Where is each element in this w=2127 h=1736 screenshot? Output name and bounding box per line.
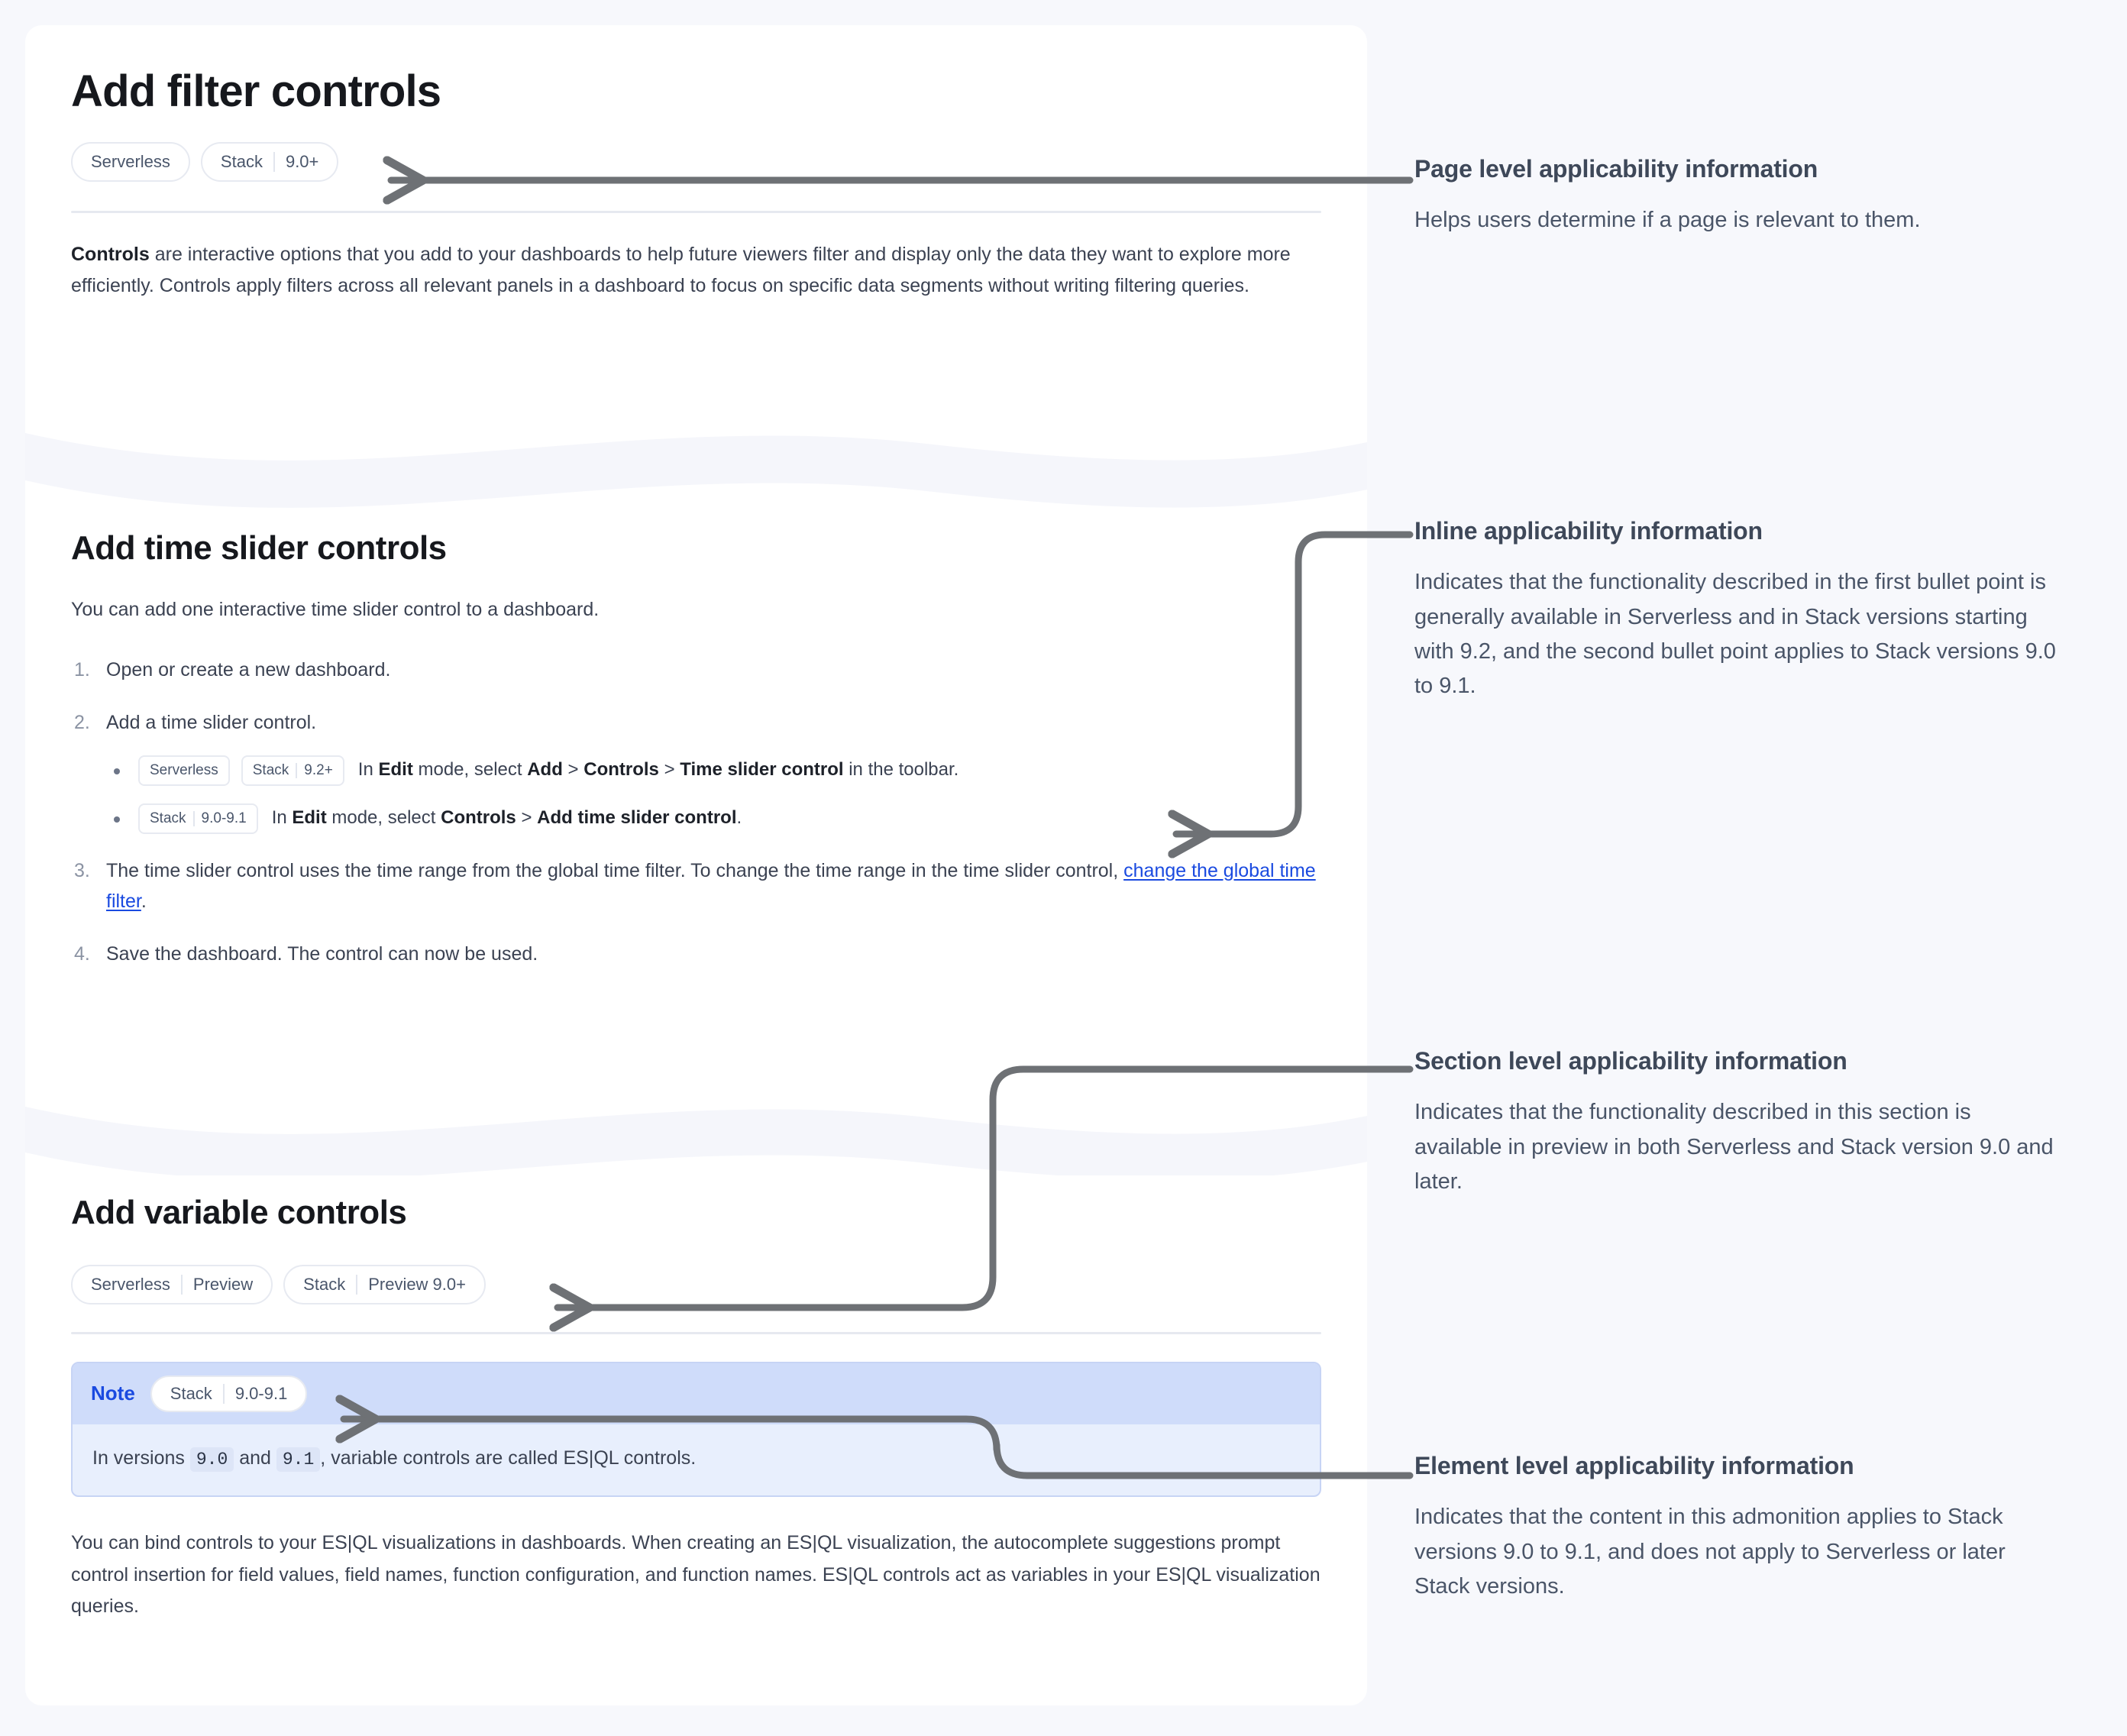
section-divider-wave-2 xyxy=(25,1107,1367,1175)
sub-item-2: Stack 9.0-9.1 In Edit mode, select Contr… xyxy=(106,803,1321,834)
step-3-text-after: . xyxy=(141,891,147,913)
time-slider-intro: You can add one interactive time slider … xyxy=(71,598,600,620)
inline-badge-stack-92-version: 9.2+ xyxy=(304,762,333,779)
variable-section-rule xyxy=(71,1331,1321,1334)
page-intro-lead: Controls xyxy=(71,243,150,265)
inline-badge-serverless[interactable]: Serverless xyxy=(138,755,230,786)
step-item-2: Add a time slider control. Serverless St… xyxy=(71,707,1321,834)
variable-section-title: Add variable controls xyxy=(71,1194,407,1231)
page-applicability-badges: Serverless Stack 9.0+ xyxy=(71,141,1321,182)
sub-item-2-badges: Stack 9.0-9.1 xyxy=(138,803,264,834)
badge-stack-label: Stack xyxy=(220,151,263,171)
note-badge-stack[interactable]: Stack 9.0-9.1 xyxy=(150,1375,308,1412)
annotation-page-level-text: Helps users determine if a page is relev… xyxy=(1414,208,1921,233)
section-divider-wave-1 xyxy=(25,433,1367,508)
badge-serverless-preview[interactable]: Serverless Preview xyxy=(71,1264,273,1304)
note-admonition: Note Stack 9.0-9.1 In versions 9.0 and 9… xyxy=(71,1361,1321,1498)
page-intro-rest: are interactive options that you add to … xyxy=(71,243,1291,297)
sub-item-1-badges: Serverless Stack 9.2+ xyxy=(138,755,351,786)
step-2-text: Add a time slider control. xyxy=(106,711,317,733)
step-1-text: Open or create a new dashboard. xyxy=(106,659,391,681)
annotation-section-level: Section level applicability information … xyxy=(1414,1046,2060,1199)
note-body-text: In versions 9.0 and 9.1, variable contro… xyxy=(92,1447,696,1472)
badge-divider xyxy=(192,810,195,826)
badge-stack-version: 9.0+ xyxy=(285,151,319,171)
annotation-inline-level: Inline applicability information Indicat… xyxy=(1414,516,2060,703)
step-item-4: Save the dashboard. The control can now … xyxy=(71,939,1321,970)
annotation-element-level-heading: Element level applicability information xyxy=(1414,1452,1854,1479)
badge-divider xyxy=(356,1274,358,1295)
annotation-section-level-text: Indicates that the functionality describ… xyxy=(1414,1100,2054,1194)
step-item-3: The time slider control uses the time ra… xyxy=(71,855,1321,917)
badge-divider xyxy=(222,1383,225,1404)
badge-stack[interactable]: Stack 9.0+ xyxy=(200,141,339,182)
inline-badge-stack-90-91-label: Stack xyxy=(150,810,186,827)
variable-controls-section: Add variable controls Serverless Preview… xyxy=(25,1194,1367,1623)
badge-serverless[interactable]: Serverless xyxy=(71,141,190,182)
step-item-1: Open or create a new dashboard. xyxy=(71,655,1321,686)
sub-item-2-text: In Edit mode, select Controls > Add time… xyxy=(271,807,742,828)
time-slider-section-title: Add time slider controls xyxy=(71,529,447,567)
sub-item-1-text: In Edit mode, select Add > Controls > Ti… xyxy=(357,759,959,781)
global-time-filter-link[interactable]: change the global time filter xyxy=(106,859,1316,913)
note-label: Note xyxy=(91,1382,135,1405)
annotation-section-level-heading: Section level applicability information xyxy=(1414,1047,1847,1075)
page-title: Add filter controls xyxy=(71,66,441,116)
badge-stack-preview-version: Preview 9.0+ xyxy=(368,1274,466,1294)
page-header-block: Add filter controls Serverless Stack 9.0… xyxy=(25,67,1367,302)
annotation-page-level: Page level applicability information Hel… xyxy=(1414,154,2060,238)
documentation-page-card: Add filter controls Serverless Stack 9.0… xyxy=(25,25,1367,1705)
variable-section-badges: Serverless Preview Stack Preview 9.0+ xyxy=(71,1264,1321,1304)
inline-badge-stack-90-91-version: 9.0-9.1 xyxy=(201,810,247,827)
badge-divider xyxy=(273,151,275,172)
badge-stack-preview-label: Stack xyxy=(303,1274,346,1294)
badge-divider xyxy=(180,1274,183,1295)
inline-badge-stack-92[interactable]: Stack 9.2+ xyxy=(241,755,344,786)
note-badge-stack-label: Stack xyxy=(170,1383,212,1403)
note-header: Note Stack 9.0-9.1 xyxy=(73,1363,1320,1424)
badge-serverless-label: Serverless xyxy=(91,151,170,171)
annotation-page-level-heading: Page level applicability information xyxy=(1414,155,1818,183)
sub-item-1: Serverless Stack 9.2+ In Edit mode, sele… xyxy=(106,755,1321,786)
page-header-rule xyxy=(71,210,1321,213)
step-3-text-before: The time slider control uses the time ra… xyxy=(106,859,1124,881)
step-4-text: Save the dashboard. The control can now … xyxy=(106,942,538,965)
note-body: In versions 9.0 and 9.1, variable contro… xyxy=(73,1424,1320,1496)
annotation-inline-level-heading: Inline applicability information xyxy=(1414,517,1763,545)
annotation-element-level-text: Indicates that the content in this admon… xyxy=(1414,1505,2006,1599)
inline-badge-stack-92-label: Stack xyxy=(252,762,289,779)
note-badge-stack-version: 9.0-9.1 xyxy=(234,1383,288,1403)
inline-badge-stack-90-91[interactable]: Stack 9.0-9.1 xyxy=(138,803,258,834)
annotation-inline-level-text: Indicates that the functionality describ… xyxy=(1414,570,2056,699)
time-slider-section: Add time slider controls You can add one… xyxy=(25,529,1367,991)
step-2-sub-list: Serverless Stack 9.2+ In Edit mode, sele… xyxy=(106,755,1321,834)
annotation-element-level: Element level applicability information … xyxy=(1414,1451,2060,1604)
inline-badge-serverless-label: Serverless xyxy=(150,762,218,779)
badge-divider xyxy=(296,762,298,778)
page-intro-paragraph: Controls are interactive options that yo… xyxy=(71,239,1321,302)
time-slider-steps: Open or create a new dashboard. Add a ti… xyxy=(71,655,1321,969)
variable-section-body: You can bind controls to your ES|QL visu… xyxy=(71,1532,1320,1618)
badge-serverless-preview-version: Preview xyxy=(192,1274,254,1294)
badge-serverless-preview-label: Serverless xyxy=(91,1274,170,1294)
badge-stack-preview[interactable]: Stack Preview 9.0+ xyxy=(283,1264,486,1304)
